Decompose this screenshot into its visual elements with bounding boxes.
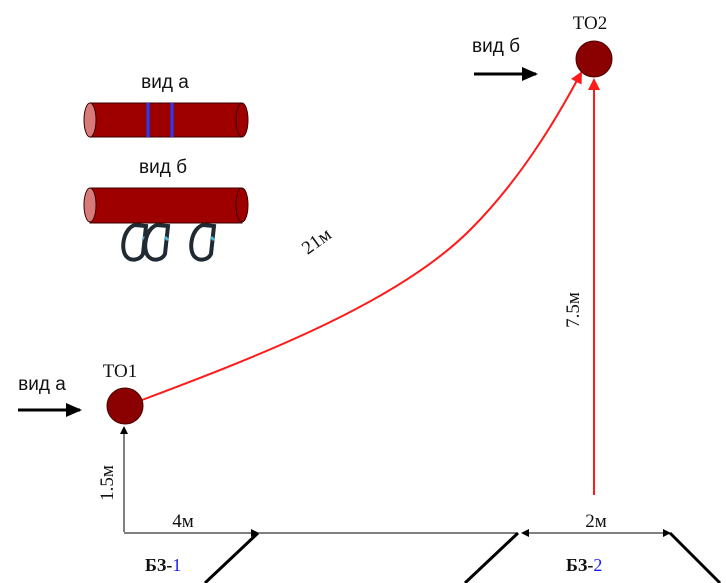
carabiner-icon bbox=[143, 222, 171, 262]
anchor-to1 bbox=[106, 387, 144, 425]
carabiner-icon bbox=[121, 222, 149, 262]
cylinder-with-carabiners-icon bbox=[83, 187, 249, 262]
carabiner-icon bbox=[189, 222, 217, 262]
zone-bz2-label: БЗ-2 bbox=[566, 555, 602, 575]
cylinder-with-bands-icon bbox=[83, 102, 249, 138]
anchor-to2 bbox=[575, 40, 613, 78]
zone-boundary-line bbox=[668, 531, 722, 583]
zone-boundary-line bbox=[463, 531, 520, 583]
view-a-arrow-label: вид а bbox=[18, 374, 66, 395]
view-b-arrow-label: вид б bbox=[472, 36, 520, 57]
view-a-caption: вид а bbox=[141, 72, 189, 93]
anchor-to1-label: ТО1 bbox=[103, 361, 138, 382]
vertical-right-label: 7.5м bbox=[563, 292, 584, 328]
view-b-caption: вид б bbox=[139, 157, 187, 178]
zone-bz1-label: БЗ-1 bbox=[145, 555, 181, 575]
anchor-to2-label: ТО2 bbox=[573, 13, 608, 34]
zone-boundary-line bbox=[203, 531, 260, 583]
horizontal-left-label: 4м bbox=[172, 511, 194, 532]
vertical-left-label: 1.5м bbox=[97, 465, 118, 501]
rope-length-label: 21м bbox=[298, 224, 335, 259]
horizontal-right-label: 2м bbox=[585, 511, 607, 532]
rope-line bbox=[141, 71, 582, 401]
